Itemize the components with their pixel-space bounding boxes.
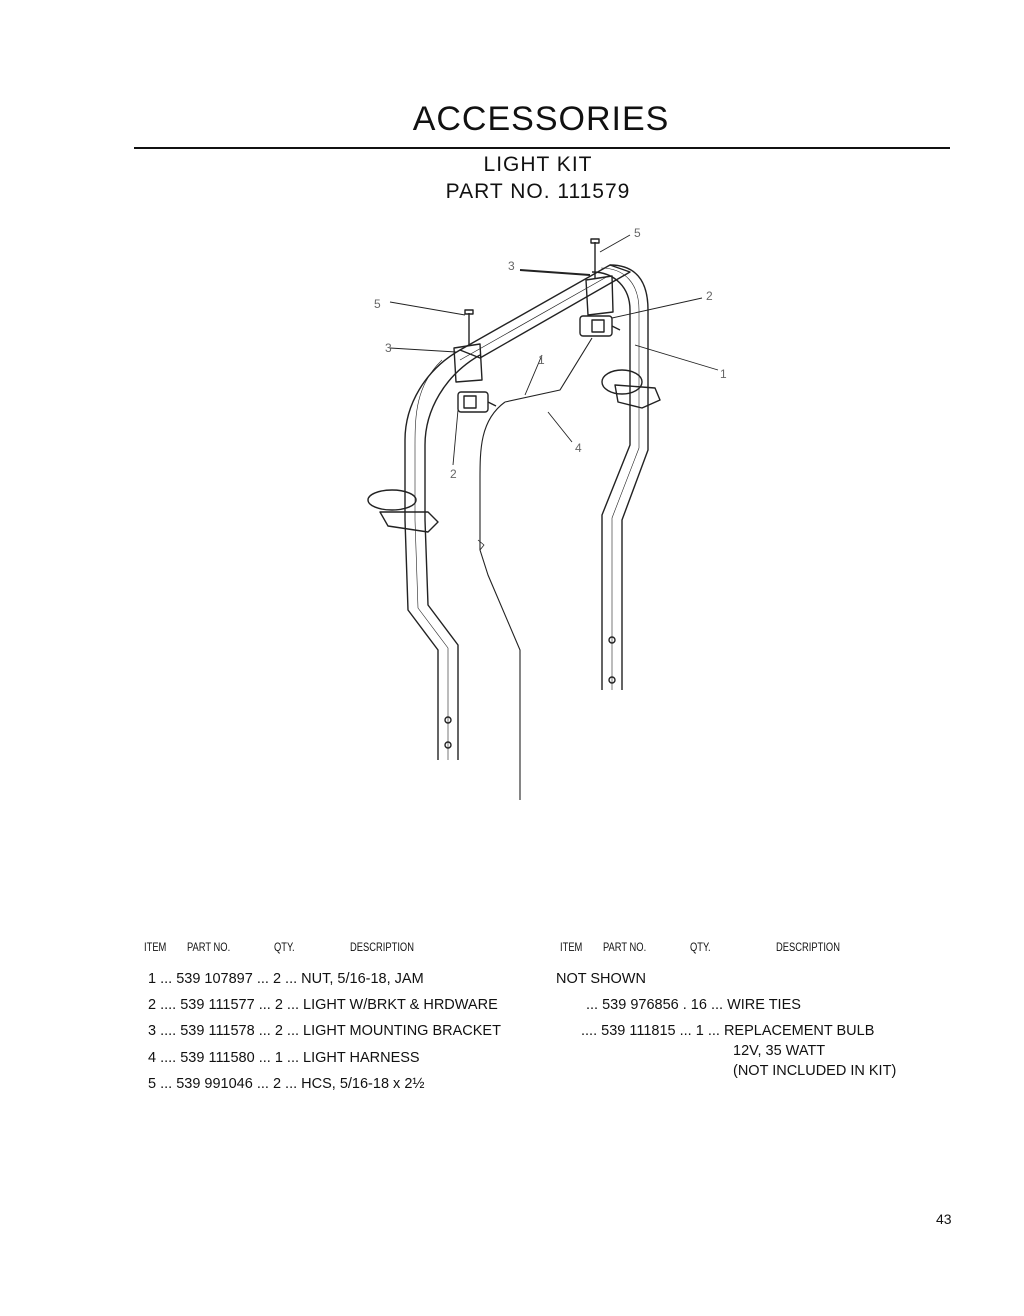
callout-5-left: 5: [374, 297, 381, 311]
left-control-paddle: [367, 489, 439, 533]
bolt-right: [590, 238, 600, 278]
light-harness: [479, 401, 521, 800]
left-header-part-no: PART NO.: [187, 940, 231, 954]
mounting-bracket-right: [585, 275, 614, 316]
parts-row-replacement-bulb: .... 539 111815 ... 1 ... REPLACEMENT BU…: [581, 1023, 875, 1039]
callout-5-right: 5: [634, 226, 641, 240]
bolt-left: [464, 309, 474, 346]
right-header-item: ITEM: [560, 940, 583, 954]
mounting-bracket-left: [453, 343, 483, 383]
kit-part-number: PART NO. 111579: [445, 180, 631, 203]
bulb-note: (NOT INCLUDED IN KIT): [733, 1063, 897, 1079]
light-left: [457, 391, 497, 413]
callout-1-right: 1: [720, 367, 727, 381]
left-header-description: DESCRIPTION: [350, 940, 414, 954]
parts-row-1: 1 ... 539 107897 ... 2 ... NUT, 5/16-18,…: [148, 971, 424, 987]
left-header-qty: QTY.: [274, 940, 295, 954]
right-header-description: DESCRIPTION: [776, 940, 840, 954]
light-kit-exploded-diagram: 5 3 2 1 5 3 1 4 2: [367, 226, 727, 800]
kit-name: LIGHT KIT: [483, 153, 593, 176]
callout-3-right: 3: [508, 259, 515, 273]
left-handle-tube: [404, 349, 461, 760]
callout-2-right: 2: [706, 289, 713, 303]
right-control-paddle: [601, 369, 661, 409]
parts-row-wire-ties: ... 539 976856 . 16 ... WIRE TIES: [586, 997, 801, 1013]
bulb-spec: 12V, 35 WATT: [733, 1043, 826, 1059]
crossbar: [459, 264, 631, 359]
callout-1-left: 1: [538, 353, 545, 367]
callout-3-left: 3: [385, 341, 392, 355]
page-title: ACCESSORIES: [412, 100, 670, 138]
parts-row-4: 4 .... 539 111580 ... 1 ... LIGHT HARNES…: [148, 1050, 420, 1066]
right-header-part-no: PART NO.: [603, 940, 647, 954]
parts-row-3: 3 .... 539 111578 ... 2 ... LIGHT MOUNTI…: [148, 1023, 501, 1039]
callout-4: 4: [575, 441, 582, 455]
title-divider: [134, 147, 950, 149]
light-right: [579, 315, 621, 337]
right-handle-tube: [609, 264, 649, 690]
parts-row-2: 2 .... 539 111577 ... 2 ... LIGHT W/BRKT…: [148, 997, 498, 1013]
not-shown-label: NOT SHOWN: [556, 971, 646, 987]
right-header-qty: QTY.: [690, 940, 711, 954]
page-number: 43: [936, 1211, 952, 1227]
parts-row-5: 5 ... 539 991046 ... 2 ... HCS, 5/16-18 …: [148, 1076, 425, 1092]
callout-2-left: 2: [450, 467, 457, 481]
left-header-item: ITEM: [144, 940, 167, 954]
